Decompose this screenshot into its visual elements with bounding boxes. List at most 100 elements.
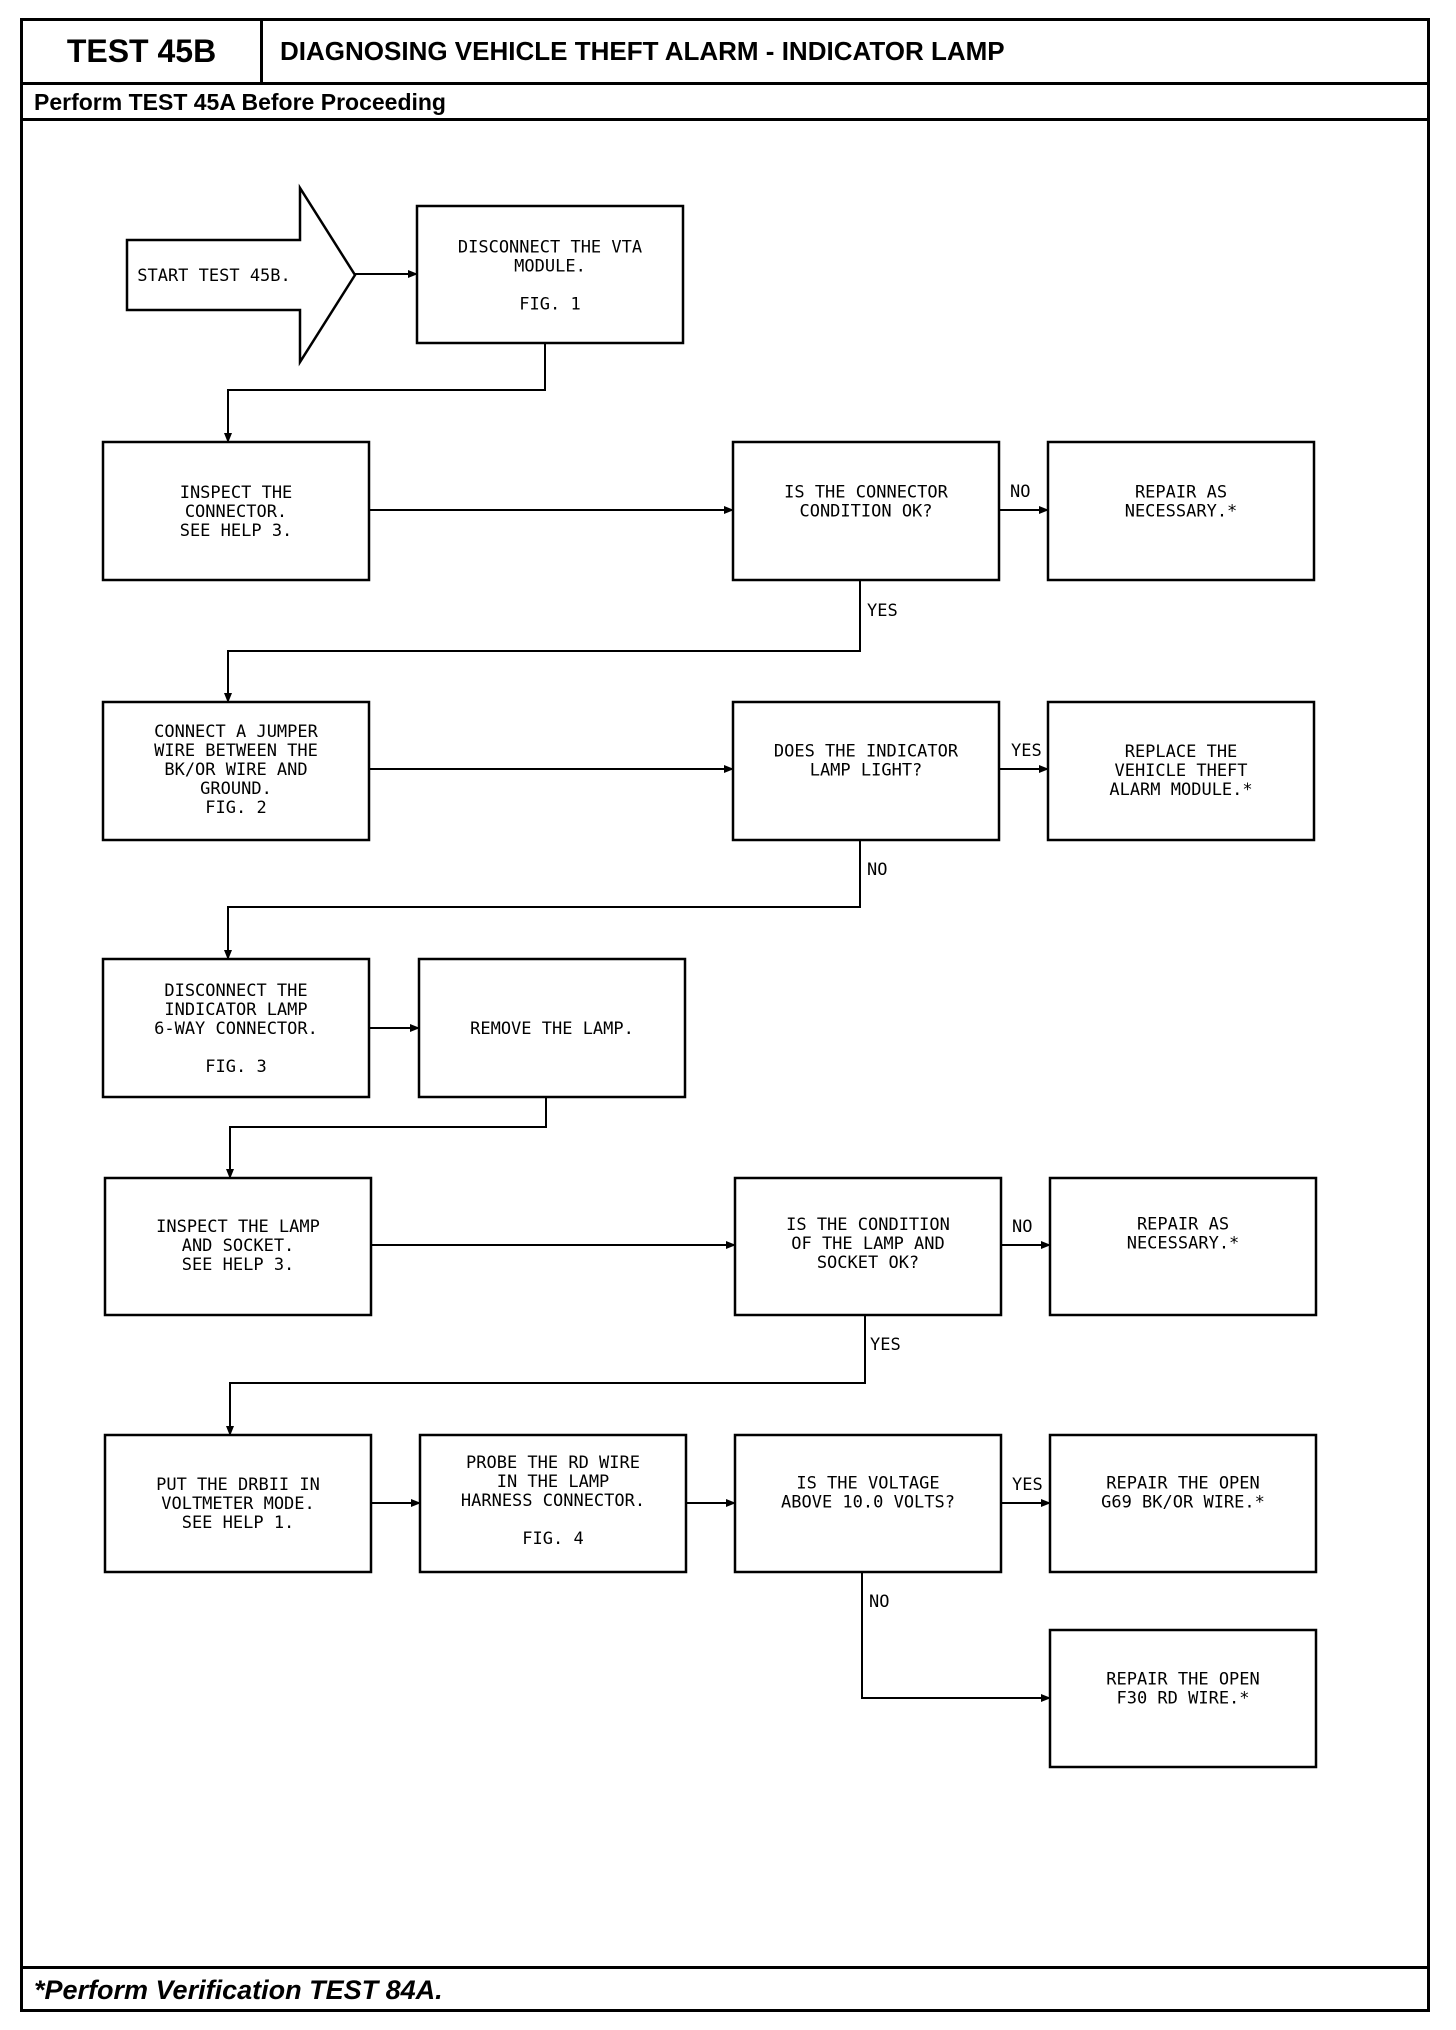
label-no-voltage: NO: [869, 1592, 889, 1612]
box-remove-lamp: [417, 957, 687, 1099]
box-text-line: REMOVE THE LAMP.: [470, 1019, 634, 1039]
box-text-line: 6-WAY CONNECTOR.: [154, 1019, 318, 1039]
box-inspect-lamp: [103, 1176, 373, 1317]
box-connect-jumper: [101, 700, 371, 842]
box-text-line: LAMP LIGHT?: [810, 761, 923, 781]
box-repair-1: [1046, 440, 1316, 582]
box-text-line: SEE HELP 1.: [182, 1513, 295, 1533]
connector-socket-yes-drbii: [226, 1315, 866, 1436]
label-yes-connector: YES: [867, 601, 898, 621]
start-arrow-shape: [125, 183, 357, 367]
label-no-connector: NO: [1010, 482, 1030, 502]
box-inspect-connector: [101, 440, 371, 582]
box-text-line: DISCONNECT THE: [164, 981, 307, 1001]
page-frame: [20, 18, 1430, 2012]
label-yes-voltage: YES: [1012, 1475, 1043, 1495]
box-text-line: F30 RD WIRE.*: [1116, 1689, 1249, 1709]
box-repair-2: [1048, 1176, 1318, 1317]
box-text-line: INDICATOR LAMP: [164, 1000, 307, 1020]
prerequisite-note: Perform TEST 45A Before Proceeding: [34, 88, 446, 115]
connector-voltage-no-f30: [861, 1572, 1051, 1702]
text-start: START TEST 45B.: [137, 266, 291, 286]
box-text-line: DISCONNECT THE VTA: [458, 238, 642, 258]
box-probe-rd: [418, 1433, 688, 1574]
box-question-lamp-socket-ok: [733, 1176, 1003, 1317]
box-text-line: FIG. 4: [522, 1529, 583, 1549]
box-disconnect-vta: [415, 204, 685, 345]
box-text-line: ABOVE 10.0 VOLTS?: [781, 1493, 955, 1513]
box-text-line: IN THE LAMP: [497, 1472, 610, 1492]
box-text-line: HARNESS CONNECTOR.: [461, 1491, 645, 1511]
box-text-line: FIG. 1: [519, 295, 580, 315]
box-text-line: FIG. 3: [205, 1057, 266, 1077]
box-text-line: CONNECTOR.: [185, 502, 287, 522]
verification-note: *Perform Verification TEST 84A.: [34, 1974, 443, 2005]
label-yes-lamp: YES: [1011, 741, 1042, 761]
connector-question-yes-jumper: [224, 580, 861, 703]
label-no-socket: NO: [1012, 1217, 1032, 1237]
box-text-line: SOCKET OK?: [817, 1253, 919, 1273]
box-text-line: CONDITION OK?: [799, 502, 932, 522]
box-repair-f30: [1048, 1628, 1318, 1769]
box-text-line: GROUND.: [200, 779, 272, 799]
box-text-line: REPAIR THE OPEN: [1106, 1474, 1260, 1494]
test-number: TEST 45B: [23, 21, 263, 82]
box-text-line: BK/OR WIRE AND: [164, 760, 307, 780]
box-disconnect-lamp: [101, 957, 371, 1099]
box-question-connector-ok: [731, 440, 1001, 582]
box-text-line: START TEST 45B.: [137, 266, 291, 286]
box-text-line: PROBE THE RD WIRE: [466, 1453, 640, 1473]
box-text-line: AND SOCKET.: [182, 1236, 295, 1256]
box-text-line: NECESSARY.*: [1125, 502, 1238, 522]
box-question-voltage: [733, 1433, 1003, 1574]
connector-remove-to-inspect: [226, 1097, 547, 1179]
box-text-line: REPAIR AS: [1135, 483, 1227, 503]
box-text-line: NECESSARY.*: [1127, 1234, 1240, 1254]
box-text-line: G69 BK/OR WIRE.*: [1101, 1493, 1265, 1513]
box-text-line: MODULE.: [514, 257, 586, 277]
box-text-line: REPAIR THE OPEN: [1106, 1670, 1260, 1690]
box-text-line: IS THE CONDITION: [786, 1215, 950, 1235]
box-replace-module: [1046, 700, 1316, 842]
box-text-line: SEE HELP 3.: [180, 521, 293, 541]
box-text-line: IS THE VOLTAGE: [796, 1474, 939, 1494]
text-remove-lamp: REMOVE THE LAMP.: [470, 1019, 634, 1039]
box-text-line: DOES THE INDICATOR: [774, 742, 959, 762]
header-divider: [23, 82, 1427, 85]
box-text-line: INSPECT THE: [180, 483, 293, 503]
box-text-line: IS THE CONNECTOR: [784, 483, 949, 503]
label-no-lamp: NO: [867, 860, 887, 880]
connector-disconnect-to-inspect: [224, 343, 546, 443]
page-title: DIAGNOSING VEHICLE THEFT ALARM - INDICAT…: [280, 36, 1005, 66]
box-text-line: INSPECT THE LAMP: [156, 1217, 320, 1237]
box-text-line: VEHICLE THEFT: [1114, 761, 1247, 781]
box-text-line: CONNECT A JUMPER: [154, 722, 319, 742]
box-text-line: OF THE LAMP AND: [791, 1234, 945, 1254]
box-drbii-voltmeter: [103, 1433, 373, 1574]
box-text-line: REPLACE THE: [1125, 742, 1238, 762]
box-text-line: REPAIR AS: [1137, 1215, 1229, 1235]
box-text-line: ALARM MODULE.*: [1109, 780, 1252, 800]
box-text-line: VOLTMETER MODE.: [161, 1494, 315, 1514]
label-yes-socket: YES: [870, 1335, 901, 1355]
box-text-line: FIG. 2: [205, 798, 266, 818]
footer-divider: [23, 1966, 1427, 1969]
box-text-line: WIRE BETWEEN THE: [154, 741, 318, 761]
